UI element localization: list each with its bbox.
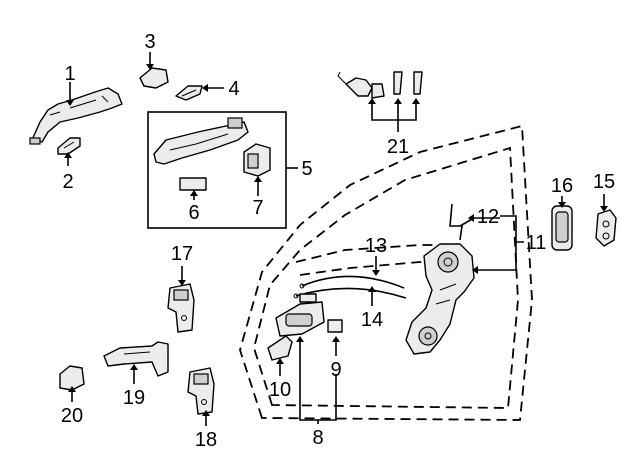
part-9-clip (327, 319, 343, 333)
callout-7: 7 (252, 197, 263, 219)
callout-13: 13 (365, 235, 387, 257)
callout-2: 2 (62, 171, 73, 193)
callout-9: 9 (330, 359, 341, 381)
part-3-cap (139, 67, 169, 89)
callout-20: 20 (61, 405, 83, 427)
callout-14: 14 (361, 309, 383, 331)
part-12-rod (449, 203, 463, 241)
callout-17: 17 (171, 243, 193, 265)
callout-1: 1 (64, 63, 75, 85)
callout-3: 3 (144, 31, 155, 53)
callout-8: 8 (312, 427, 323, 449)
callout-18: 18 (195, 429, 217, 451)
part-16-cover (551, 205, 573, 251)
part-11-lock-assembly (405, 243, 475, 355)
callout-5: 5 (301, 158, 312, 180)
part-10-bezel (267, 335, 293, 361)
callout-4: 4 (228, 78, 239, 100)
part-5-box (147, 111, 298, 229)
part-18-hinge (187, 367, 215, 415)
door-outline (239, 124, 533, 421)
part-2-cover-pad (57, 137, 81, 155)
callout-15: 15 (593, 171, 615, 193)
part-8-inner-handle (275, 293, 325, 337)
callout-11: 11 (526, 232, 547, 254)
leader-lines (64, 52, 608, 426)
part-1-handle-frame (29, 87, 123, 145)
part-15-striker (595, 209, 617, 247)
callout-10: 10 (269, 379, 291, 401)
part-17-hinge (167, 283, 195, 333)
callout-12: 12 (477, 206, 499, 228)
part-20-stopper (59, 365, 85, 391)
part-13-14-cables (293, 275, 407, 299)
part-4-pad (175, 85, 203, 101)
callout-labels: 1 2 3 4 5 6 7 8 9 10 11 12 13 14 15 16 1… (61, 31, 615, 451)
part-21-cable-set (337, 71, 423, 99)
callout-6: 6 (188, 202, 199, 224)
callout-16: 16 (551, 175, 573, 197)
callout-21: 21 (387, 136, 409, 158)
callout-19: 19 (123, 387, 145, 409)
part-19-door-check (103, 341, 169, 377)
